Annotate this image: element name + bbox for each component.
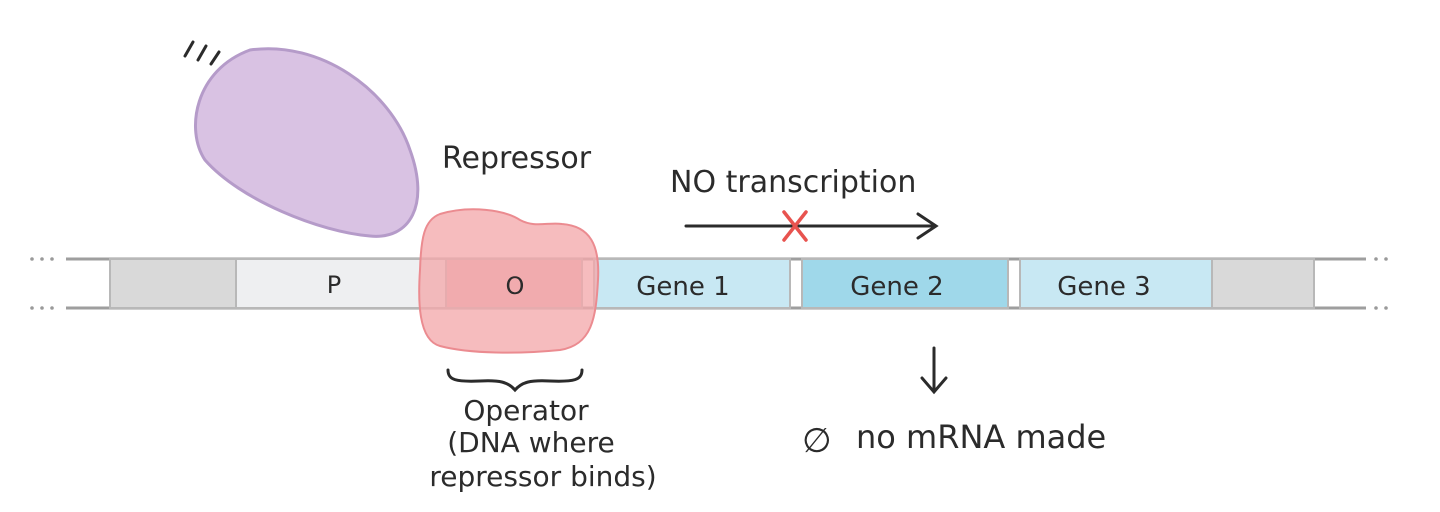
blocked-cross-icon xyxy=(782,210,808,242)
gene3-label: Gene 3 xyxy=(1057,272,1150,302)
gene2-label: Gene 2 xyxy=(850,272,943,302)
repressor-protein xyxy=(418,208,600,354)
repressor-label: Repressor xyxy=(442,141,592,176)
gene1-label: Gene 1 xyxy=(636,272,729,302)
segment-right xyxy=(1211,258,1315,309)
no-mrna-label: no mRNA made xyxy=(856,418,1106,456)
segment-left xyxy=(109,258,237,309)
promoter-label: P xyxy=(327,271,341,299)
down-arrow xyxy=(920,346,948,395)
segment-gene2 xyxy=(801,258,1009,309)
motion-marks xyxy=(183,40,221,66)
operator-description-line3: repressor binds) xyxy=(429,460,656,493)
empty-set-icon: ∅ xyxy=(802,421,832,461)
transcription-arrow xyxy=(684,212,939,240)
operator-segment-label: O xyxy=(506,272,525,300)
operator-description-line2: (DNA where xyxy=(447,426,614,459)
dna-dotted-ends xyxy=(30,257,1388,310)
segment-promoter xyxy=(235,258,447,309)
purple-molecule-blob xyxy=(193,47,420,238)
no-transcription-label: NO transcription xyxy=(670,165,916,200)
operator-description-line1: Operator xyxy=(463,394,589,427)
operator-brace xyxy=(446,368,584,393)
segment-gene3 xyxy=(1019,258,1213,309)
